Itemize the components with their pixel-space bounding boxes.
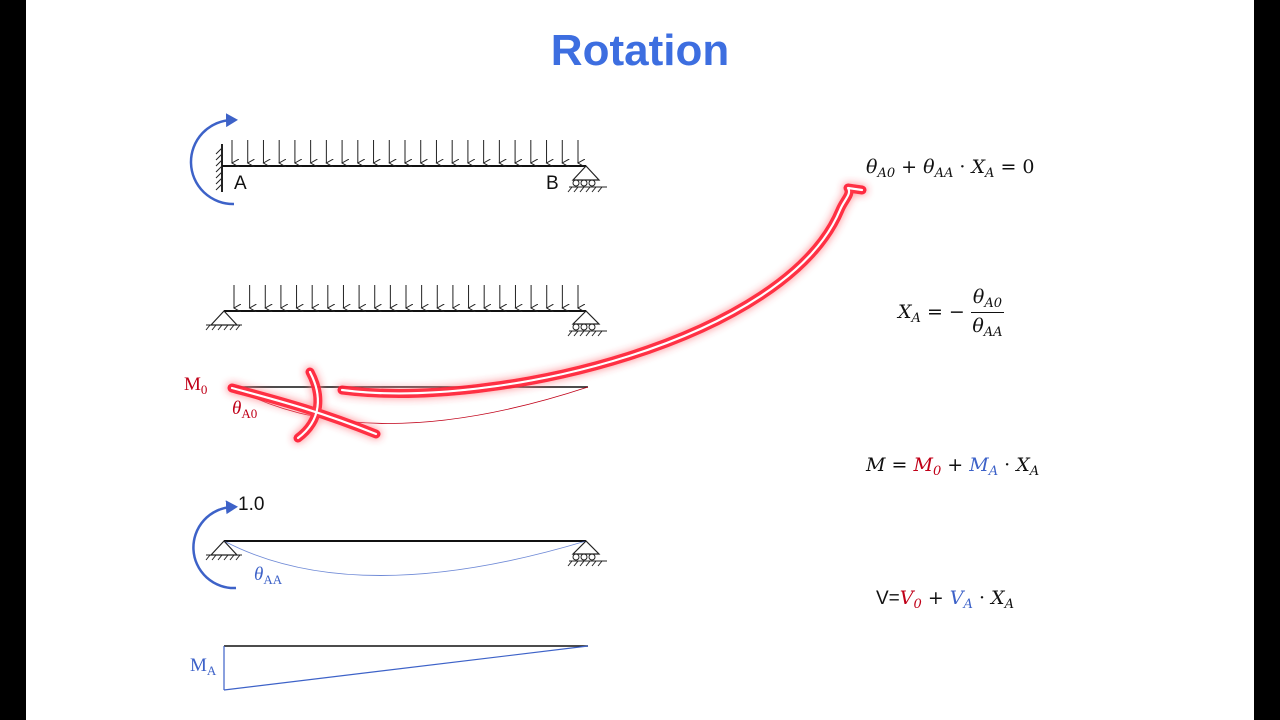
equation-compatibility: θA0 + θAA · XA = 0 xyxy=(866,156,1035,181)
roller-support-b xyxy=(567,165,607,193)
unit-moment-label: 1.0 xyxy=(238,494,265,515)
ma-slope xyxy=(223,645,589,691)
m0-diagram xyxy=(231,386,589,424)
m0-label: M0 xyxy=(184,374,208,397)
support-b-label: B xyxy=(546,173,559,194)
m0-curve xyxy=(231,386,589,424)
beam-2-simply-supported xyxy=(205,285,607,337)
distributed-load-2 xyxy=(234,285,578,308)
deflected-shape-4 xyxy=(223,540,587,576)
equation-xa: XA = − θA0 θAA xyxy=(898,286,1005,340)
rotation-arrow-a xyxy=(189,113,238,206)
annotation-arrow-curve xyxy=(337,183,867,398)
pin-support-a-2 xyxy=(205,310,242,331)
distributed-load-1 xyxy=(232,140,578,163)
beam-diagrams xyxy=(189,113,867,691)
roller-support-b-2 xyxy=(567,310,607,337)
ma-diagram xyxy=(223,645,589,691)
support-a-label: A xyxy=(234,173,247,194)
beam-4-unit-moment xyxy=(192,500,607,590)
equation-moment: M = M0 + MA · XA xyxy=(866,454,1040,479)
ma-label: MA xyxy=(190,655,217,678)
theta-a0-label: θA0 xyxy=(232,398,258,421)
red-annotation xyxy=(227,183,867,443)
fixed-support-hatch xyxy=(215,147,223,191)
unit-moment-arrow xyxy=(192,500,238,590)
beam-1-fixed-roller xyxy=(189,113,607,206)
roller-support-b-4 xyxy=(567,540,607,567)
equation-shear: V=V0 + VA · XA xyxy=(876,587,1014,612)
slide-title: Rotation xyxy=(550,26,730,75)
theta-aa-label: θAA xyxy=(254,564,283,587)
pin-support-a-4 xyxy=(205,540,242,561)
slide: Rotation xyxy=(26,0,1254,720)
xa-fraction: θA0 θAA xyxy=(970,286,1005,340)
